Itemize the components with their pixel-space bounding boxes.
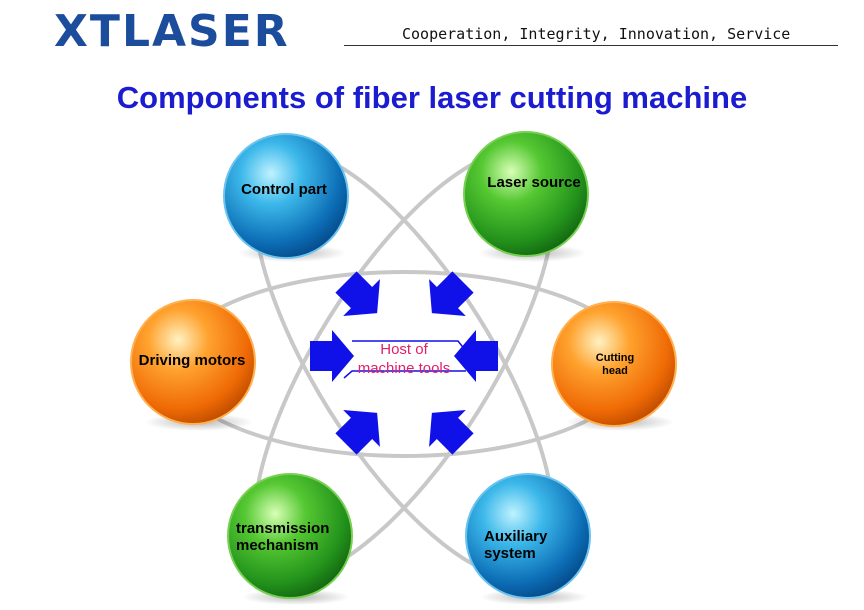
label-driving-motors: Driving motors xyxy=(138,352,246,369)
sphere-control-part xyxy=(223,133,349,262)
arrow-top-left xyxy=(335,271,380,316)
arrow-group xyxy=(310,271,498,455)
label-transmission-mechanism: transmission mechanism xyxy=(236,520,330,555)
arrow-right xyxy=(454,330,498,382)
sphere-cutting-head xyxy=(551,301,677,431)
sphere-driving-motors xyxy=(130,299,256,431)
arrow-bottom-right xyxy=(429,410,474,455)
header-divider xyxy=(344,45,838,46)
xtlaser-logo: XTLASER xyxy=(54,6,290,57)
center-line-2: machine tools xyxy=(357,359,451,377)
arrow-left xyxy=(310,330,354,382)
label-control-part: Control part xyxy=(241,181,327,198)
sphere-transmission-mechanism xyxy=(227,473,353,605)
center-host-label: Host of machine tools xyxy=(345,341,463,379)
company-slogan: Cooperation, Integrity, Innovation, Serv… xyxy=(402,25,791,43)
arrow-bottom-left xyxy=(335,410,380,455)
page-title: Components of fiber laser cutting machin… xyxy=(116,80,748,115)
arrow-top-right xyxy=(429,271,474,316)
center-line-1: Host of xyxy=(380,341,428,358)
label-laser-source: Laser source xyxy=(487,174,581,191)
label-auxiliary-system: Auxiliary system xyxy=(484,528,548,563)
sphere-auxiliary-system xyxy=(465,473,591,605)
label-cutting-head: Cutting head xyxy=(595,352,635,377)
sphere-laser-source xyxy=(463,131,589,262)
